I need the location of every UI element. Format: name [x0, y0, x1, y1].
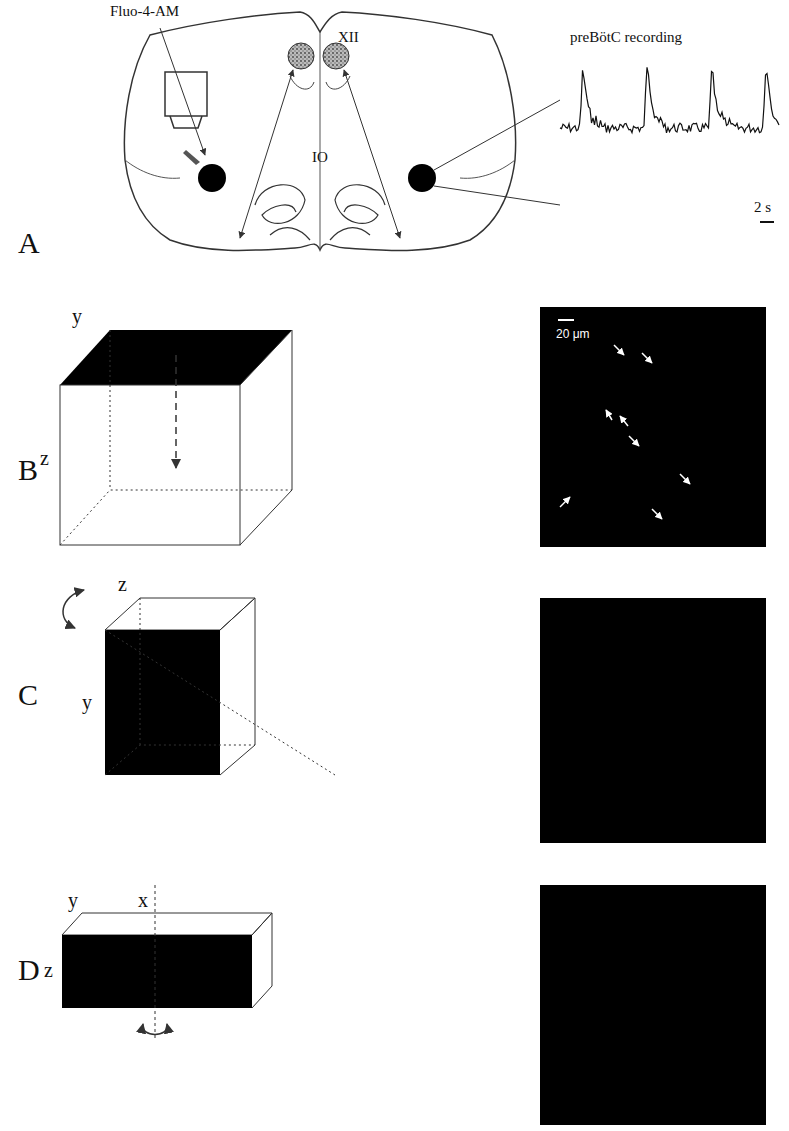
nucleus-label: IO	[312, 150, 328, 165]
axis-label: z	[118, 574, 127, 594]
dye-label: Fluo-4-AM	[110, 4, 179, 19]
nucleus-label: XII	[338, 30, 359, 45]
axis-label: x	[138, 890, 148, 910]
axis-label: y	[82, 692, 92, 712]
axis-label: y	[68, 890, 78, 910]
panel-letter: D	[18, 955, 40, 985]
panel-letter: A	[18, 228, 40, 258]
axis-label: z	[44, 960, 53, 980]
scale-label: 20 μm	[556, 328, 590, 340]
panel-letter: B	[18, 455, 38, 485]
axis-label: y	[72, 306, 82, 326]
axis-label: z	[40, 448, 49, 468]
panel-letter: C	[18, 680, 38, 710]
trace-title: preBötC recording	[570, 30, 682, 45]
recording-trace	[560, 67, 779, 132]
scale-label: 2 s	[754, 200, 771, 215]
